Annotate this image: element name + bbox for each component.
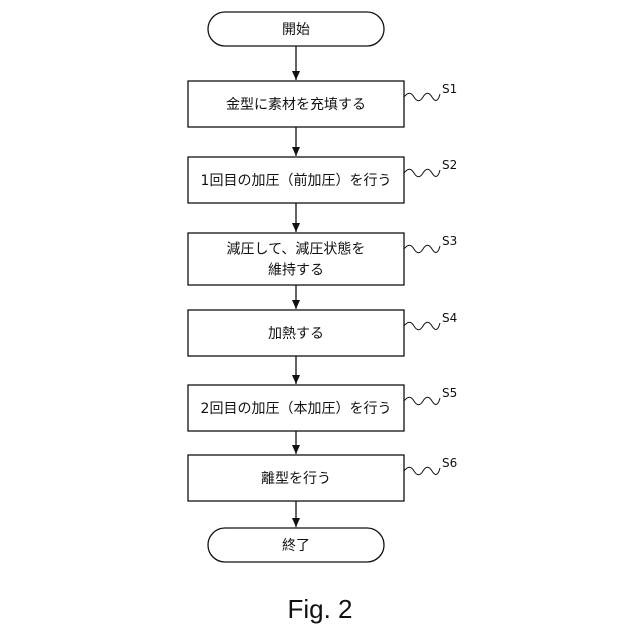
process-box-s6: 離型を行う S6 xyxy=(188,455,457,501)
end-label: 終了 xyxy=(282,538,310,554)
leader-line xyxy=(404,245,440,253)
start-terminal: 開始 xyxy=(208,12,384,46)
process-text: 1回目の加圧（前加圧）を行う xyxy=(201,172,392,189)
process-box-s5: 2回目の加圧（本加圧）を行う S5 xyxy=(188,385,457,431)
step-label-s5: S5 xyxy=(442,386,457,400)
leader-line xyxy=(404,397,440,405)
step-label-s6: S6 xyxy=(442,456,457,470)
process-box-s2: 1回目の加圧（前加圧）を行う S2 xyxy=(188,157,457,203)
process-text: 金型に素材を充填する xyxy=(226,97,366,113)
process-box-s4: 加熱する S4 xyxy=(188,310,457,356)
leader-line xyxy=(404,93,440,101)
process-text: 加熱する xyxy=(268,326,324,342)
step-label-s3: S3 xyxy=(442,234,457,248)
process-box-s3: 減圧して、減圧状態を維持する S3 xyxy=(188,233,457,285)
end-terminal: 終了 xyxy=(208,528,384,562)
process-steps: 金型に素材を充填する S1 1回目の加圧（前加圧）を行う S2 減圧して、減圧状態を維持… xyxy=(188,81,457,501)
leader-line xyxy=(404,467,440,475)
process-text: 離型を行う xyxy=(261,470,331,487)
process-text: 維持する xyxy=(268,263,324,279)
leader-line xyxy=(404,169,440,177)
process-box-s1: 金型に素材を充填する S1 xyxy=(188,81,457,127)
step-label-s4: S4 xyxy=(442,311,457,325)
step-label-s2: S2 xyxy=(442,158,457,172)
figure-caption: Fig. 2 xyxy=(0,594,640,625)
process-text: 減圧して、減圧状態を xyxy=(227,241,366,258)
process-text: 2回目の加圧（本加圧）を行う xyxy=(201,401,392,417)
step-label-s1: S1 xyxy=(442,82,457,96)
start-label: 開始 xyxy=(282,22,310,38)
leader-line xyxy=(404,322,440,330)
